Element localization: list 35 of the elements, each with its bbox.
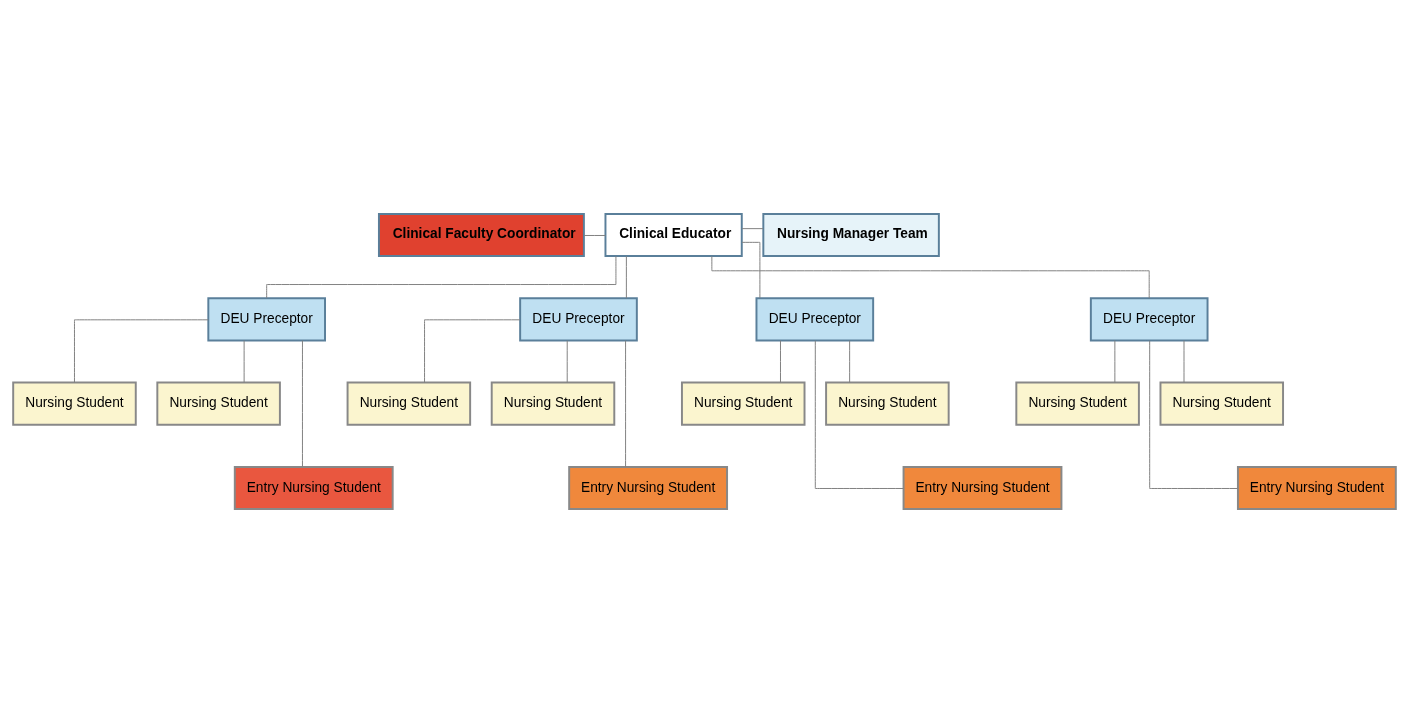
node-box: Nursing Student — [680, 381, 806, 426]
connector — [301, 340, 303, 468]
node-box: Nursing Student — [1015, 381, 1140, 426]
connector — [243, 340, 245, 383]
node-box: Clinical Educator — [604, 212, 743, 258]
node-box: DEU Preceptor — [755, 297, 875, 342]
node-box: DEU Preceptor — [519, 297, 638, 342]
connector — [1183, 340, 1185, 383]
connector — [625, 255, 627, 299]
connector — [566, 340, 568, 383]
connector — [74, 319, 209, 383]
connector — [583, 235, 606, 236]
node-box: Nursing Student — [346, 381, 472, 426]
connector — [849, 340, 851, 383]
connector — [814, 340, 904, 489]
node-box: Nursing Student — [156, 381, 281, 426]
node-box: Nursing Student — [12, 381, 137, 426]
connector — [1149, 340, 1239, 489]
connector — [424, 319, 521, 383]
node-box: Entry Nursing Student — [233, 465, 394, 511]
connector — [1114, 340, 1116, 383]
node-box: DEU Preceptor — [207, 297, 326, 342]
node-box: DEU Preceptor — [1089, 297, 1209, 342]
node-box: Clinical Faculty Coordinator — [377, 212, 585, 258]
connector — [741, 228, 764, 230]
node-box: Nursing Manager Team — [762, 212, 940, 258]
connector — [780, 340, 781, 383]
connector — [625, 340, 627, 468]
node-box: Entry Nursing Student — [902, 465, 1063, 511]
node-box: Nursing Student — [1159, 381, 1284, 426]
connector — [741, 241, 761, 299]
node-box: Entry Nursing Student — [568, 465, 729, 511]
node-box: Nursing Student — [490, 381, 616, 426]
node-box: Entry Nursing Student — [1236, 465, 1397, 511]
node-box: Nursing Student — [825, 381, 950, 426]
